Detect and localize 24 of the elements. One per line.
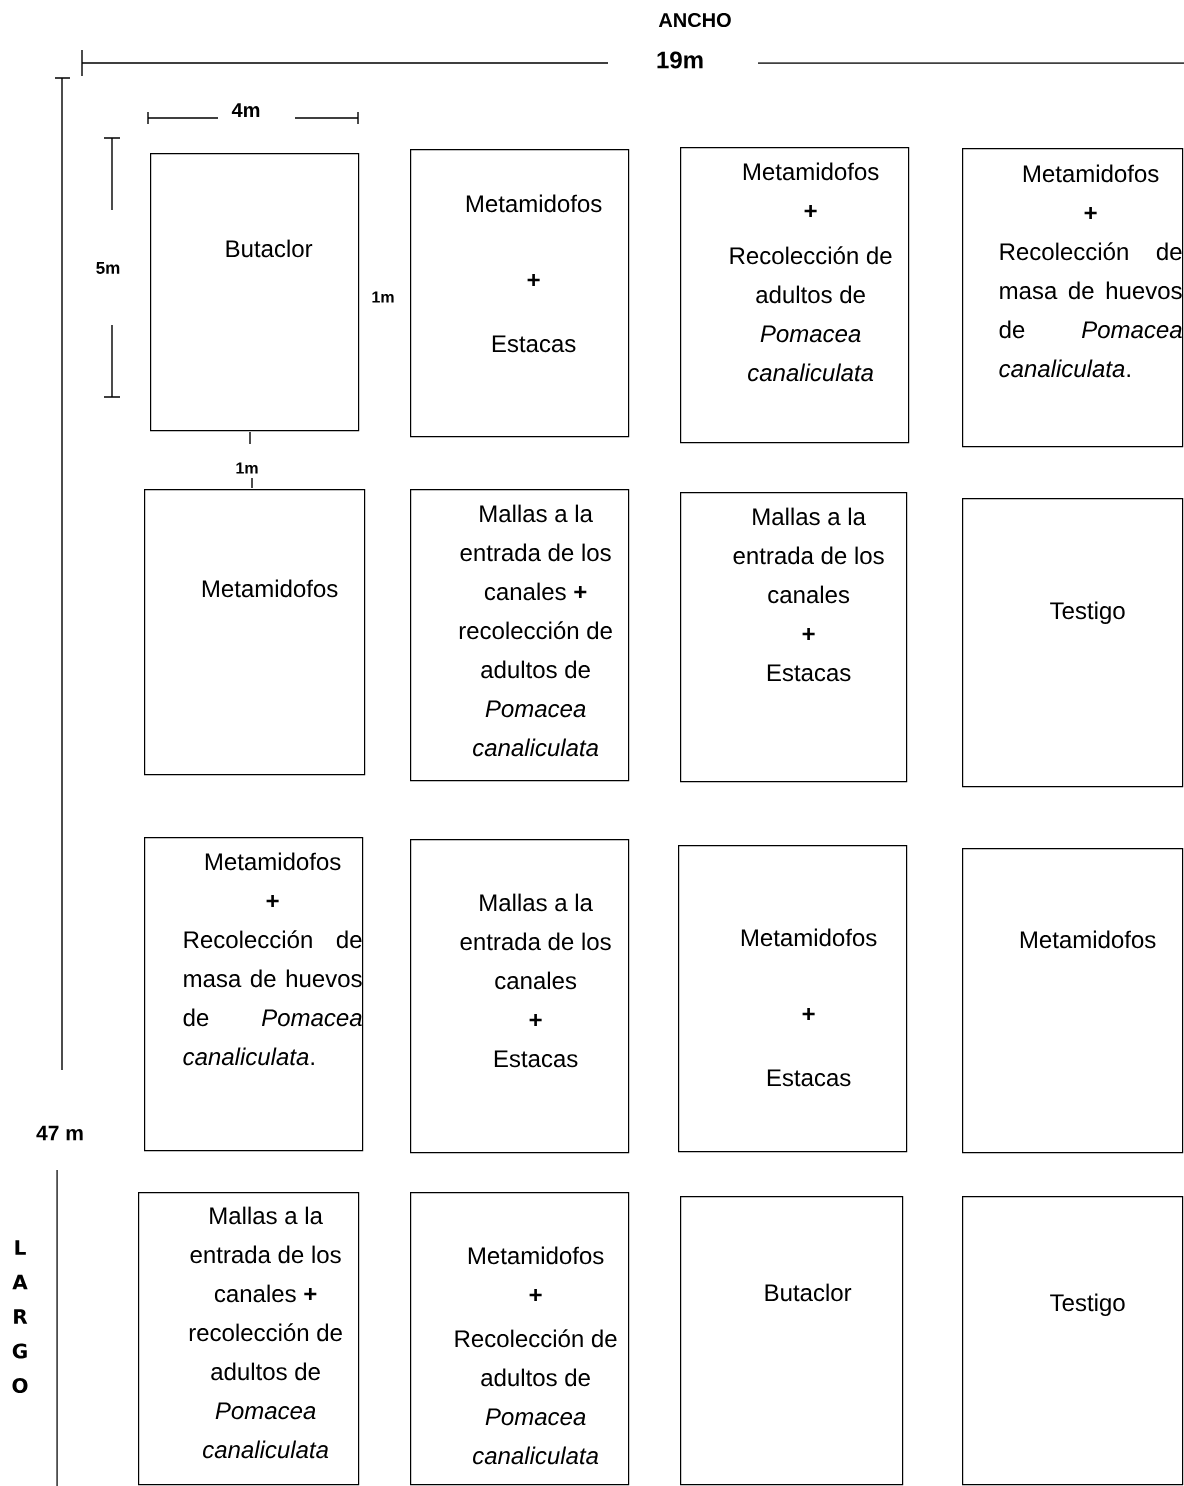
plot-box: Metamidofos + Estacas (410, 149, 630, 438)
dimension-label: 4m (229, 101, 263, 119)
plot-box: Testigo (962, 1196, 1184, 1486)
dimension-label: 1m (369, 289, 397, 305)
plot-box: Mallas a la entrada de los canales + Estacas (680, 492, 908, 783)
plot-box: Butaclor (150, 153, 360, 432)
dimension-label: 5m (93, 260, 123, 276)
plot-box: Mallas a la entrada de los canales + Estacas (410, 839, 630, 1154)
plot-box: Metamidofos + Recolección de adultos de Pomacea canaliculata (680, 147, 910, 444)
dimension-label: 1m (233, 460, 261, 476)
dimension-label: 19m (654, 49, 707, 71)
plot-box: Mallas a la entrada de los canales + recolección de adultos de Pomacea canaliculata (138, 1192, 360, 1486)
axis-label: LARGO (12, 1240, 28, 1394)
plot-box: Metamidofos + Recolección de masa de huevos de Pomacea canaliculata. (962, 148, 1184, 448)
plot-box: Metamidofos + Recolección de masa de huevos de Pomacea canaliculata. (144, 837, 364, 1152)
dimension-label: 47 m (34, 1123, 86, 1143)
dimension-label: ANCHO (656, 10, 734, 30)
plot-box: Testigo (962, 498, 1184, 788)
plot-box: Metamidofos + Estacas (678, 845, 908, 1153)
plot-box: Metamidofos (962, 848, 1184, 1154)
plot-box: Metamidofos + Recolección de adultos de Pomacea canaliculata (410, 1192, 630, 1486)
plot-box: Metamidofos (144, 489, 366, 776)
plot-box: Butaclor (680, 1196, 904, 1486)
plot-box: Mallas a la entrada de los canales + recolección de adultos de Pomacea canaliculata (410, 489, 630, 782)
